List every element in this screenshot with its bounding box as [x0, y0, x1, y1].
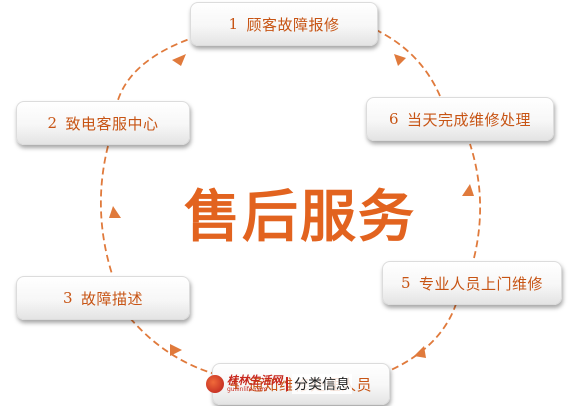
arrowhead-5-to-6 [462, 184, 474, 196]
arrowhead-3-to-4 [170, 344, 182, 356]
step-number: 5 [400, 274, 412, 292]
step-label: 专业人员上门维修 [419, 274, 544, 293]
step-6-same-day-completion: 6 当天完成维修处理 [366, 97, 554, 141]
arrowhead-6-to-1 [394, 54, 406, 66]
site-logo-icon [206, 375, 224, 393]
arrowhead-1-to-2 [172, 54, 186, 66]
step-number: 2 [47, 114, 58, 132]
watermark-brand: 桂林生活网 guilinlife.com [227, 375, 282, 393]
step-label: 当天完成维修处理 [407, 110, 532, 129]
step-5-onsite-repair: 5 专业人员上门维修 [382, 261, 562, 305]
watermark-brand-name: 桂林生活网 [227, 374, 282, 387]
step-number: 6 [388, 110, 400, 128]
site-watermark: 桂林生活网 guilinlife.com 分类信息 [206, 374, 352, 394]
step-label: 致电客服中心 [65, 114, 159, 133]
step-3-fault-description: 3 故障描述 [16, 276, 190, 320]
arc-1-to-2 [117, 35, 199, 101]
watermark-domain: guilinlife.com [227, 386, 268, 393]
diagram-title: 售后服务 [184, 184, 416, 250]
arc-4-to-5 [381, 303, 457, 375]
step-number: 3 [62, 289, 74, 307]
step-label: 故障描述 [81, 289, 144, 308]
step-number: 4 [229, 375, 241, 393]
step-2-call-service-center: 2 致电客服中心 [16, 101, 190, 145]
arc-5-to-6 [469, 143, 482, 259]
arrowhead-4-to-5 [414, 346, 426, 358]
watermark-separator [286, 377, 288, 391]
step-label: 顾客故障报修 [246, 15, 340, 34]
step-1-customer-report: 1 顾客故障报修 [190, 2, 378, 46]
watermark-section: 分类信息 [292, 374, 352, 394]
step-number: 1 [228, 15, 239, 33]
arrowhead-2-to-3 [109, 206, 121, 218]
arc-2-to-3 [100, 145, 113, 275]
arc-6-to-1 [371, 27, 441, 97]
